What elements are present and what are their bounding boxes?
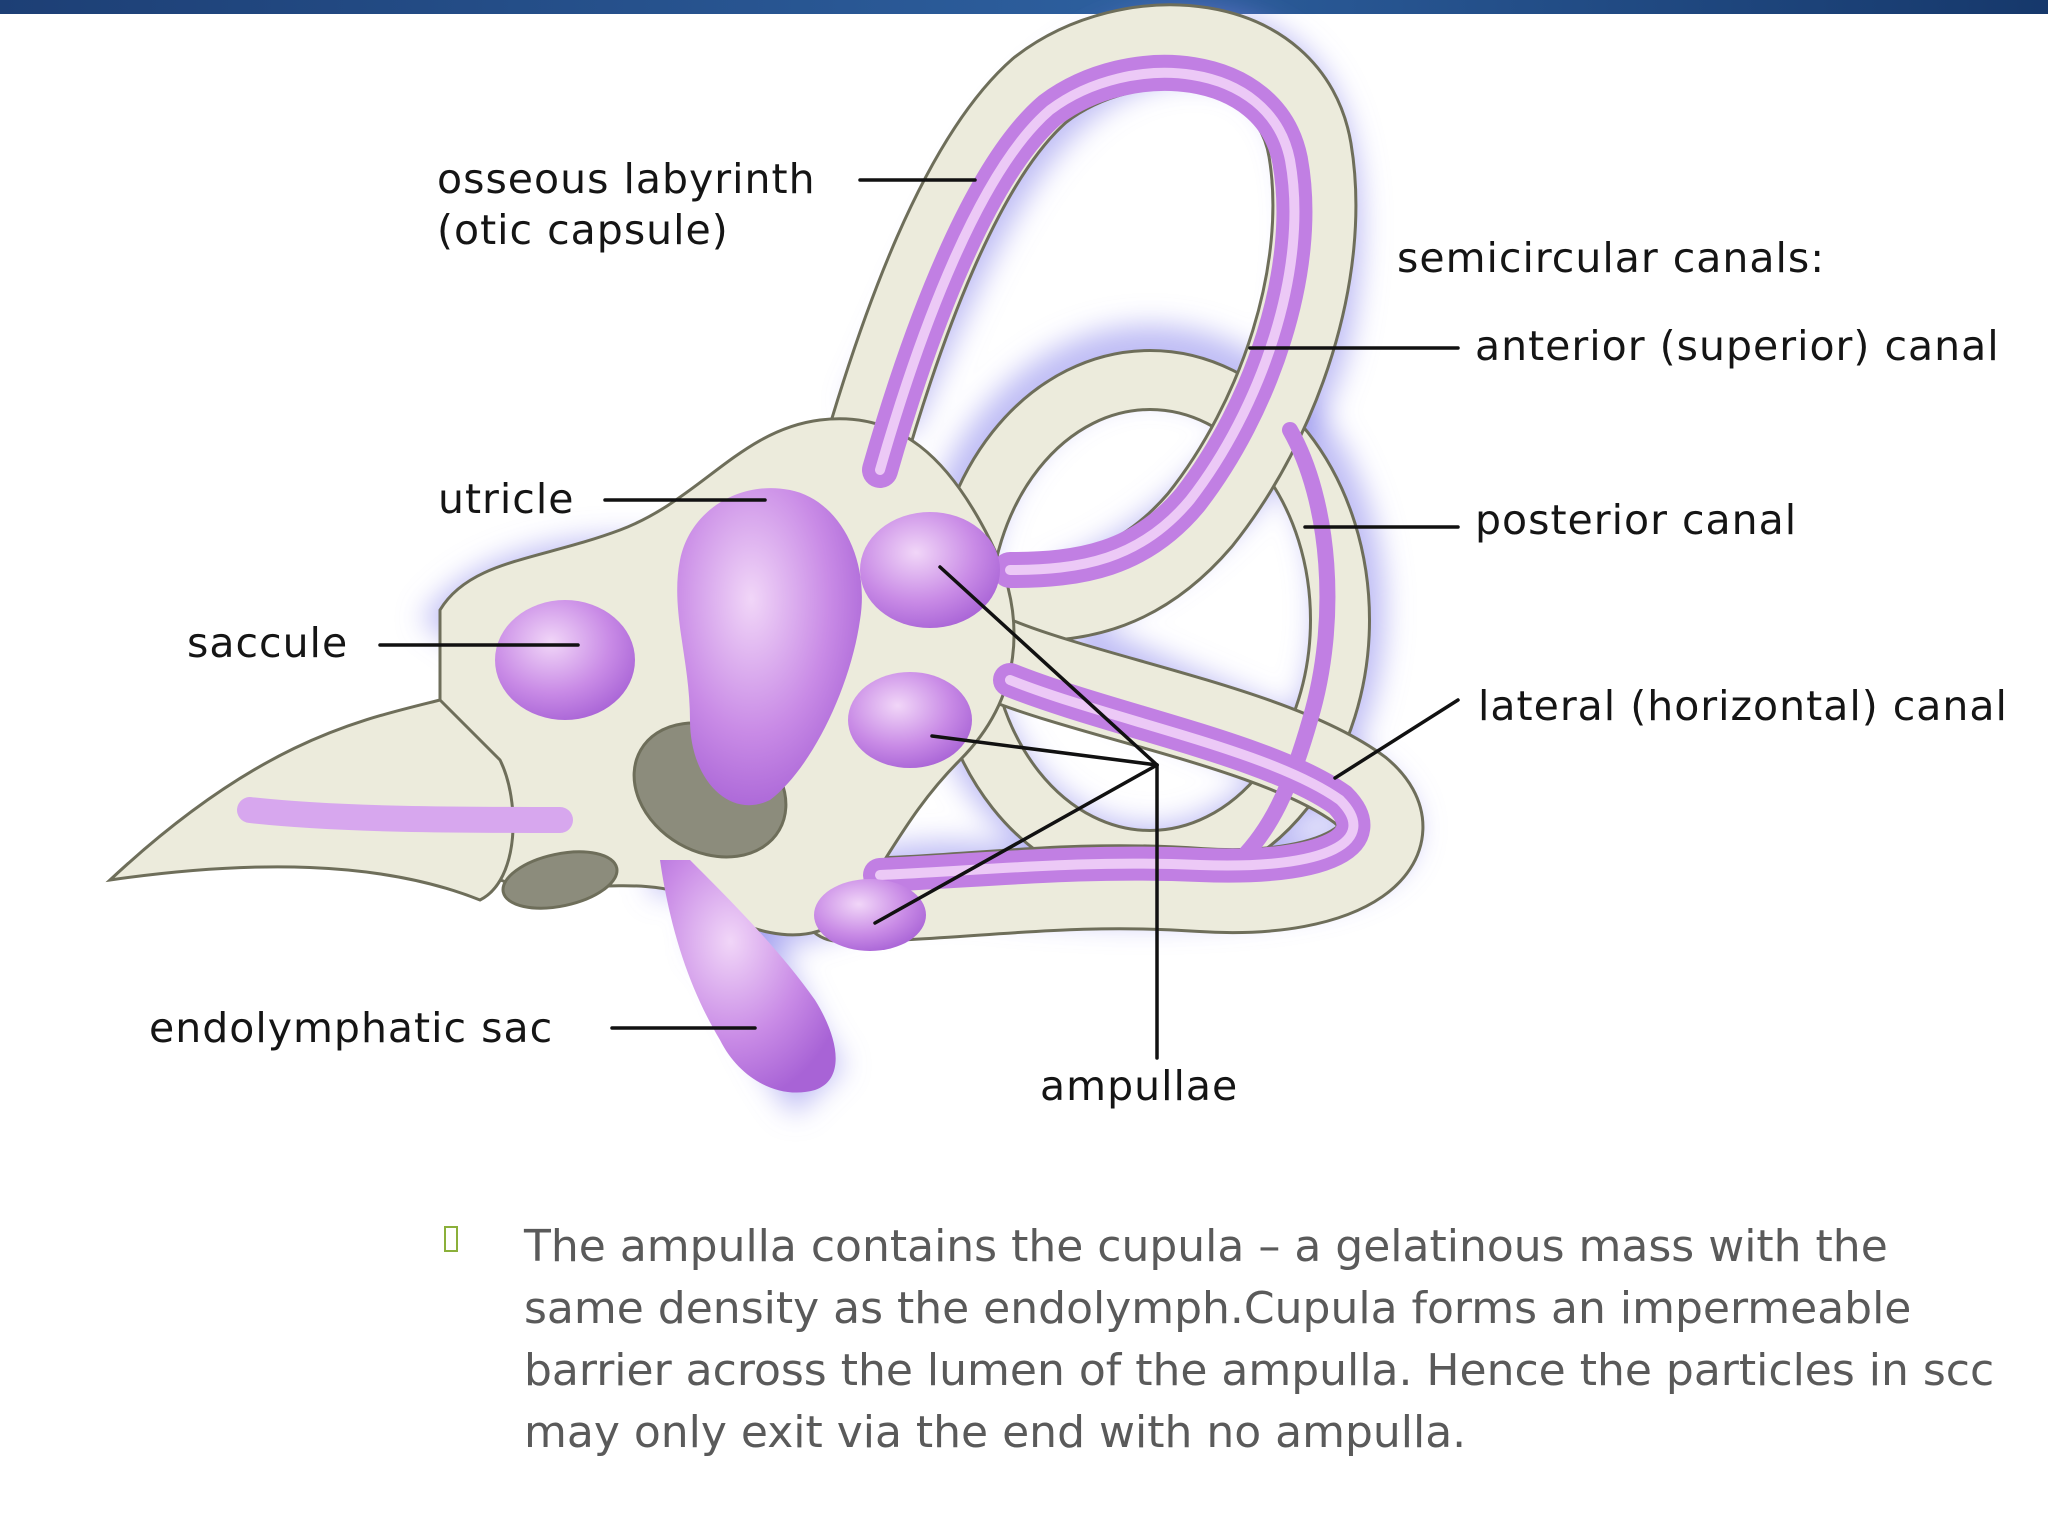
posterior-canal-membrane [1232,422,1336,868]
label-posterior-canal: posterior canal [1475,496,1797,544]
label-endolymphatic-sac: endolymphatic sac [149,1004,553,1052]
label-ampullae: ampullae [1040,1062,1238,1110]
caption-text: The ampulla contains the cupula – a gela… [524,1221,1995,1458]
slide-top-bar [0,0,2048,14]
label-osseous-labyrinth: osseous labyrinth [437,155,816,203]
utricle-membrane [677,488,862,806]
leader-lateral [1333,698,1460,780]
saccule-membrane [495,600,635,720]
ampulla-anterior [860,512,1000,628]
label-utricle: utricle [438,475,574,523]
label-otic-capsule: (otic capsule) [437,206,729,254]
label-saccule: saccule [187,619,348,667]
square-bullet-icon [444,1226,458,1252]
inner-ear-diagram: osseous labyrinth (otic capsule) semicir… [105,3,2008,1115]
leader-ampullae-anterior [938,565,1159,767]
bone-window-small [501,850,619,910]
label-anterior-canal: anterior (superior) canal [1475,322,2000,370]
diagram-labels: osseous labyrinth (otic capsule) semicir… [149,155,2008,1110]
ampulla-posterior [814,879,926,951]
leader-ampullae-posterior [873,763,1159,925]
endolymphatic-sac-membrane [660,860,836,1093]
label-lateral-canal: lateral (horizontal) canal [1478,682,2008,730]
internal-canal-bone [105,698,515,902]
ampulla-lateral [848,672,972,768]
membranous-labyrinth [237,54,1371,1093]
leader-lines [378,178,1460,1060]
label-semicircular-canals: semicircular canals: [1397,234,1825,282]
leader-ampullae-lateral [930,734,1159,767]
cochlear-duct-stub [237,797,573,833]
